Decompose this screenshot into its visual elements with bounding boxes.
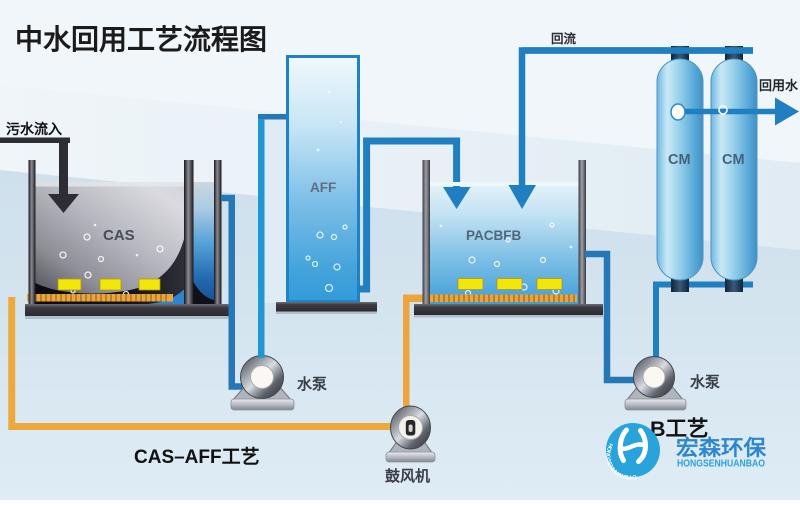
svg-text:CAS–AFF工艺: CAS–AFF工艺 <box>134 446 260 468</box>
svg-text:水泵: 水泵 <box>297 375 327 393</box>
svg-text:B工艺: B工艺 <box>650 416 709 441</box>
svg-text:鼓风机: 鼓风机 <box>385 467 430 485</box>
svg-text:PACBFB: PACBFB <box>466 228 521 243</box>
svg-text:CM: CM <box>722 152 745 168</box>
svg-text:AFF: AFF <box>310 180 336 195</box>
svg-text:回流: 回流 <box>551 31 577 46</box>
svg-text:宏森环保: 宏森环保 <box>676 436 767 460</box>
svg-text:中水回用工艺流程图: 中水回用工艺流程图 <box>15 24 267 55</box>
svg-text:水泵: 水泵 <box>690 373 720 391</box>
svg-text:CM: CM <box>668 152 691 168</box>
svg-text:HONGSENHUANBAO: HONGSENHUANBAO <box>677 458 765 470</box>
svg-text:CAS: CAS <box>103 227 135 244</box>
svg-text:回用水: 回用水 <box>759 78 799 93</box>
svg-text:污水流入: 污水流入 <box>6 121 62 137</box>
